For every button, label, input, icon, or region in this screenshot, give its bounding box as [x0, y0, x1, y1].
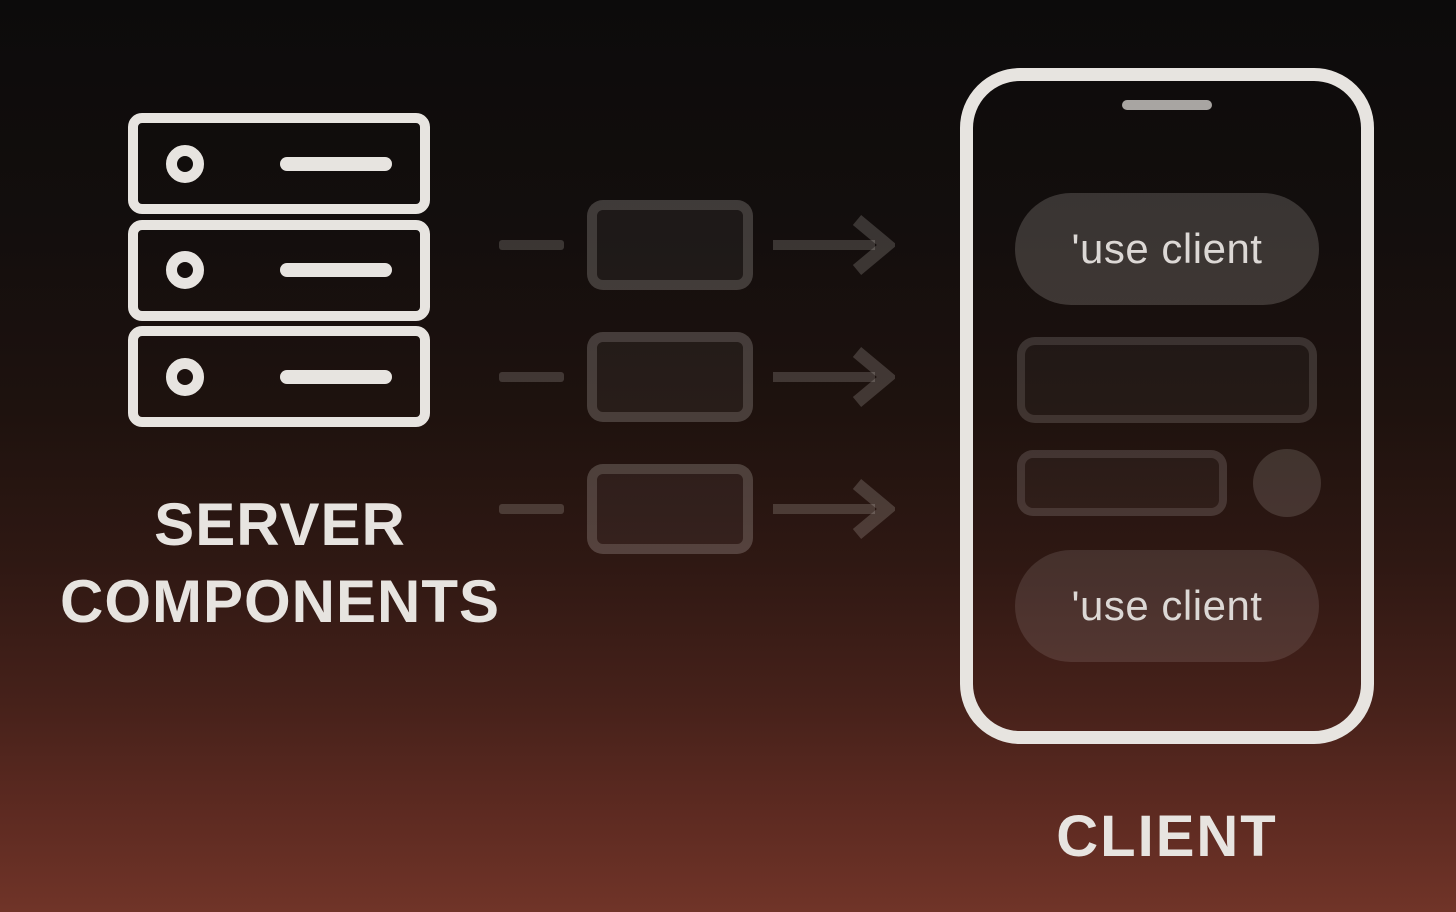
use-client-badge-bottom: 'use client: [1015, 550, 1319, 662]
component-box: [587, 464, 753, 554]
server-unit: [128, 113, 430, 214]
server-label-line1: SERVER: [154, 491, 406, 558]
right-arrow-icon: [773, 345, 895, 409]
server-unit: [128, 219, 430, 321]
server-slot-line: [280, 263, 392, 277]
use-client-badge-top: 'use client: [1015, 193, 1319, 305]
client-label: CLIENT: [1056, 804, 1278, 869]
server-slot-line: [280, 369, 392, 384]
server-led-icon: [166, 357, 204, 396]
component-box: [587, 332, 753, 422]
placeholder-small-rectangle: [1017, 450, 1227, 516]
use-client-badge-bottom-label: 'use client: [1071, 582, 1263, 629]
flow-dash: [499, 240, 564, 250]
flow-dash: [499, 372, 564, 382]
phone-speaker-bar: [1122, 100, 1212, 110]
server-components-label: SERVER COMPONENTS: [20, 486, 540, 640]
right-arrow-icon: [773, 213, 895, 277]
server-rack-icon: [128, 113, 430, 427]
smartphone-icon: 'use client 'use client: [960, 68, 1374, 744]
server-slot-line: [280, 156, 392, 171]
server-unit: [128, 326, 430, 427]
use-client-badge-top-label: 'use client: [1071, 225, 1263, 272]
server-label-line2: COMPONENTS: [59, 568, 501, 635]
right-arrow-icon: [773, 477, 895, 541]
server-led-icon: [166, 144, 204, 183]
placeholder-circle: [1253, 449, 1321, 517]
server-led-icon: [166, 251, 204, 289]
flow-dash: [499, 504, 564, 514]
component-box: [587, 200, 753, 290]
placeholder-wide-rectangle: [1017, 337, 1317, 423]
